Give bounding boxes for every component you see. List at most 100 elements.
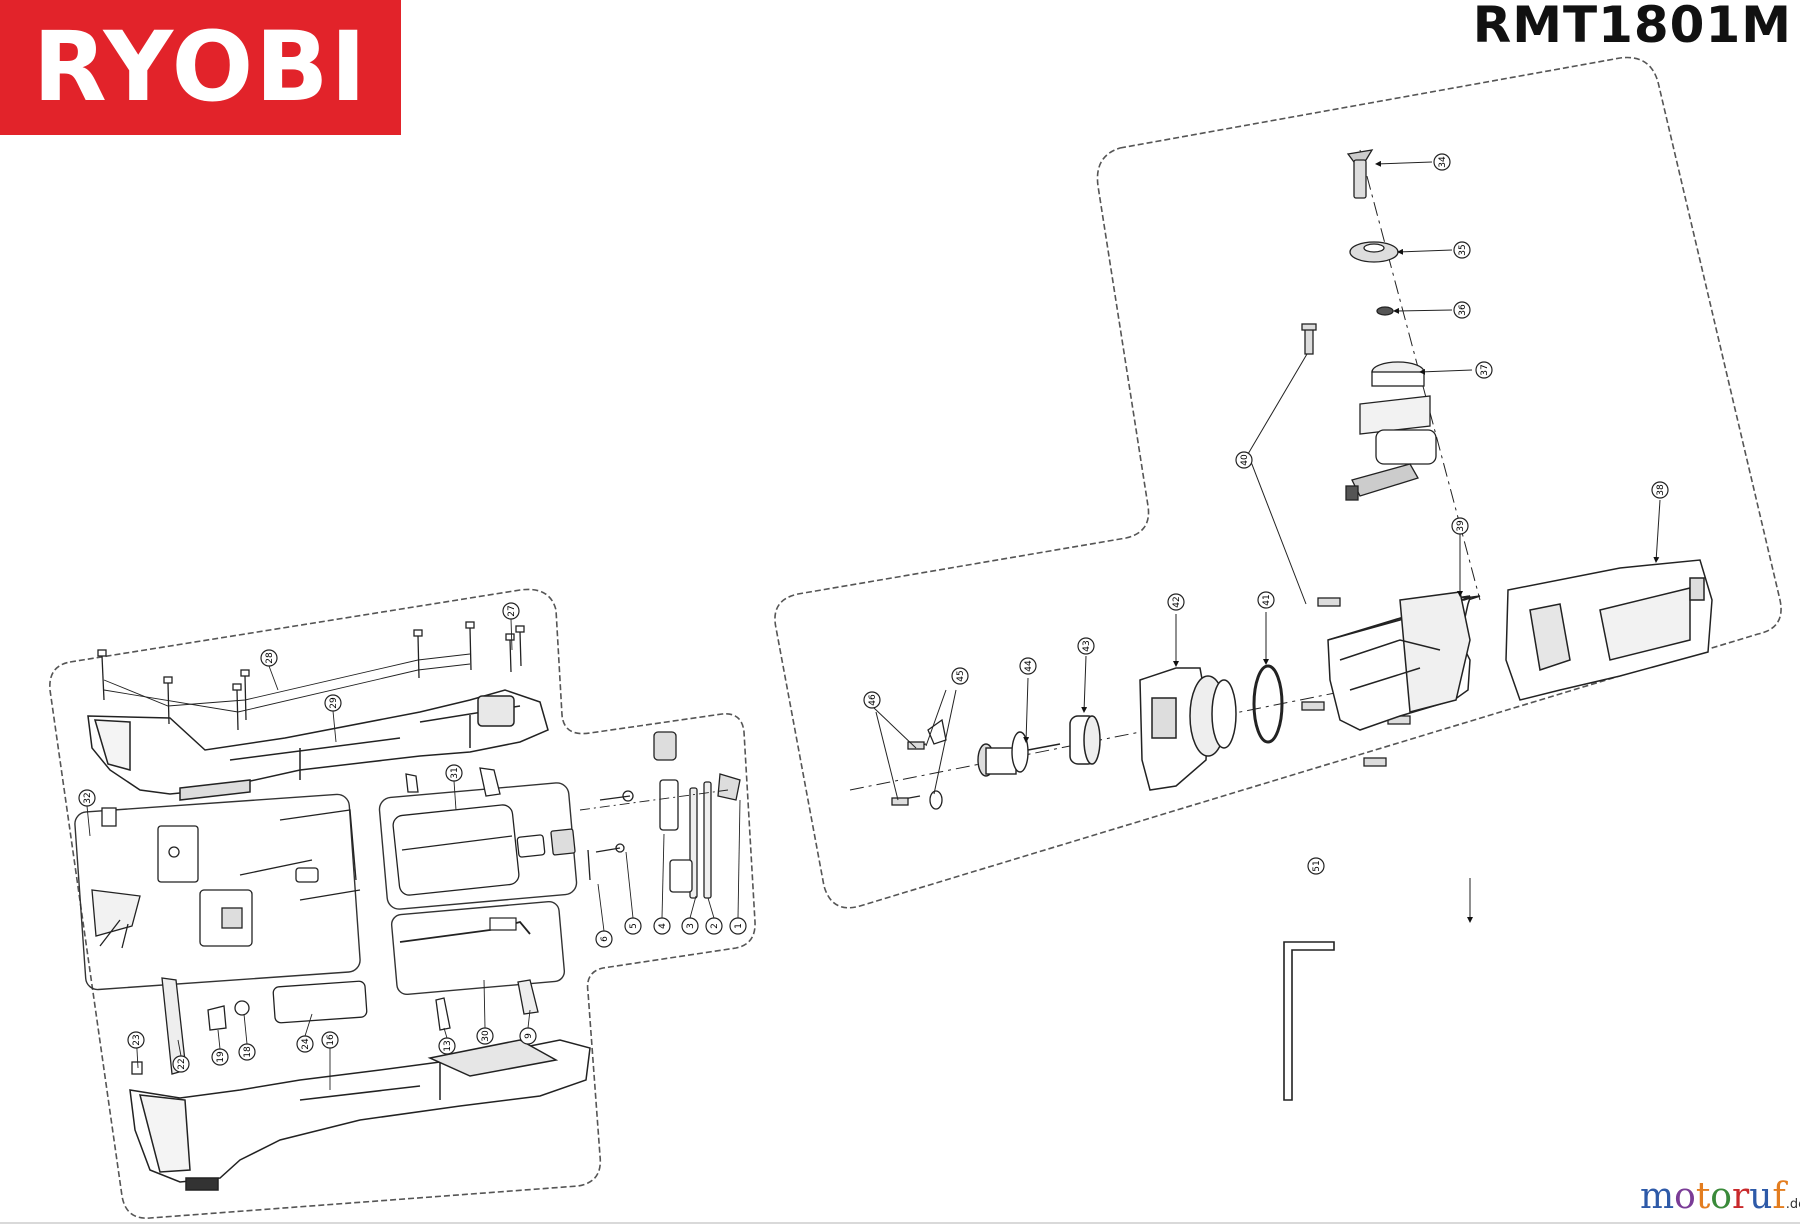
callout-leader	[304, 1013, 313, 1037]
callout-label: 31	[450, 767, 460, 778]
callout-label: 9	[524, 1033, 534, 1039]
upper-housing	[87, 689, 549, 801]
rear-housing	[1505, 559, 1713, 701]
callout-circle	[1019, 657, 1037, 675]
callout-circle	[438, 1037, 456, 1055]
callout-label: 40	[1240, 454, 1250, 466]
callout-circle	[296, 1035, 314, 1053]
callout-circle	[502, 602, 520, 620]
callout-label: 34	[1438, 156, 1448, 168]
callout-leader	[268, 665, 279, 691]
cam-parts	[897, 718, 947, 810]
small-parts-1-6	[587, 731, 741, 899]
screws-40	[1301, 323, 1411, 767]
callout-circle	[1651, 481, 1669, 499]
callout-label: 39	[1456, 520, 1466, 532]
callout-circle	[1451, 517, 1469, 535]
callout-label: 19	[216, 1051, 226, 1063]
callout-label: 42	[1172, 596, 1182, 607]
callout-label: 5	[629, 923, 639, 929]
callout-circle	[653, 917, 671, 935]
callout-circle	[1307, 857, 1325, 875]
callout-leader	[453, 780, 457, 811]
right-leader-lines	[1023, 160, 1661, 923]
hex-key-callout: 51	[1307, 857, 1325, 875]
callout-circle	[211, 1048, 229, 1066]
watermark-suffix: .de	[1785, 1197, 1800, 1212]
callout-label: 1	[734, 923, 744, 929]
callout-label: 36	[1458, 304, 1468, 316]
model-number: RMT1801M	[1472, 0, 1792, 54]
housing-screws-upper	[97, 621, 525, 731]
callout-circle	[260, 649, 278, 667]
right-assembly-boundary	[774, 56, 1782, 909]
callout-circle	[78, 789, 96, 807]
callout-circle	[1235, 451, 1253, 469]
motor	[392, 804, 576, 896]
callout-circle	[705, 917, 723, 935]
watermark-main: motoruf	[1640, 1176, 1786, 1217]
callout-leader	[483, 979, 486, 1029]
callout-circle	[1453, 301, 1471, 319]
head-housing	[1327, 591, 1481, 731]
left-assembly-boundary	[49, 588, 756, 1219]
ryobi-logo: RYOBI	[0, 0, 401, 135]
callout-circle	[238, 1043, 256, 1061]
callout-label: 35	[1458, 244, 1468, 255]
bottom-divider	[0, 1222, 1800, 1224]
callout-leader	[707, 897, 715, 919]
callout-circle	[324, 694, 342, 712]
small-screws-46	[891, 741, 925, 806]
callout-label: 22	[177, 1058, 187, 1069]
switch-assembly-box	[74, 793, 361, 991]
callout-circle	[476, 1027, 494, 1045]
callout-leader	[443, 1027, 448, 1039]
callout-circle	[624, 917, 642, 935]
callout-label: 16	[326, 1034, 336, 1046]
callout-label: 38	[1656, 484, 1666, 496]
callout-label: 29	[329, 697, 339, 709]
callout-label: 37	[1480, 364, 1490, 375]
callout-leader	[527, 1009, 531, 1029]
callout-leader	[625, 851, 634, 919]
screw-leader-lines	[103, 653, 471, 713]
callout-leader	[597, 883, 605, 932]
brand-name: RYOBI	[32, 11, 369, 123]
switch-assembly	[91, 809, 361, 949]
callout-label: 3	[686, 923, 696, 929]
o-ring	[1252, 664, 1284, 744]
callout-label: 51	[1312, 860, 1322, 871]
callout-label: 32	[83, 792, 93, 803]
gear-housing	[1139, 667, 1237, 791]
callout-leader	[737, 799, 741, 919]
callout-circle	[681, 917, 699, 935]
callout-label: 27	[507, 605, 517, 616]
callout-leader	[177, 1039, 182, 1057]
callout-circle	[729, 917, 747, 935]
callout-label: 30	[481, 1030, 491, 1042]
callout-label: 28	[265, 652, 275, 664]
callout-leader	[86, 805, 91, 837]
callout-label: 43	[1082, 640, 1092, 651]
callout-label: 13	[443, 1040, 453, 1051]
callout-circle	[172, 1055, 190, 1073]
callout-circle	[1475, 361, 1493, 379]
wire-assembly-box	[390, 900, 566, 996]
callout-leader	[217, 1029, 221, 1050]
callout-label: 41	[1262, 594, 1272, 605]
lower-housing	[129, 1039, 591, 1191]
hex-key	[1283, 941, 1335, 1101]
callout-label: 23	[132, 1034, 142, 1045]
callout-circle	[127, 1031, 145, 1049]
callout-circle	[1257, 591, 1275, 609]
callout-leader	[332, 710, 337, 743]
callout-circle	[1167, 593, 1185, 611]
callout-circle	[445, 764, 463, 782]
callout-circle	[951, 667, 969, 685]
callout-label: 46	[868, 694, 878, 706]
callout-label: 18	[243, 1046, 253, 1058]
callout-circle	[1077, 637, 1095, 655]
